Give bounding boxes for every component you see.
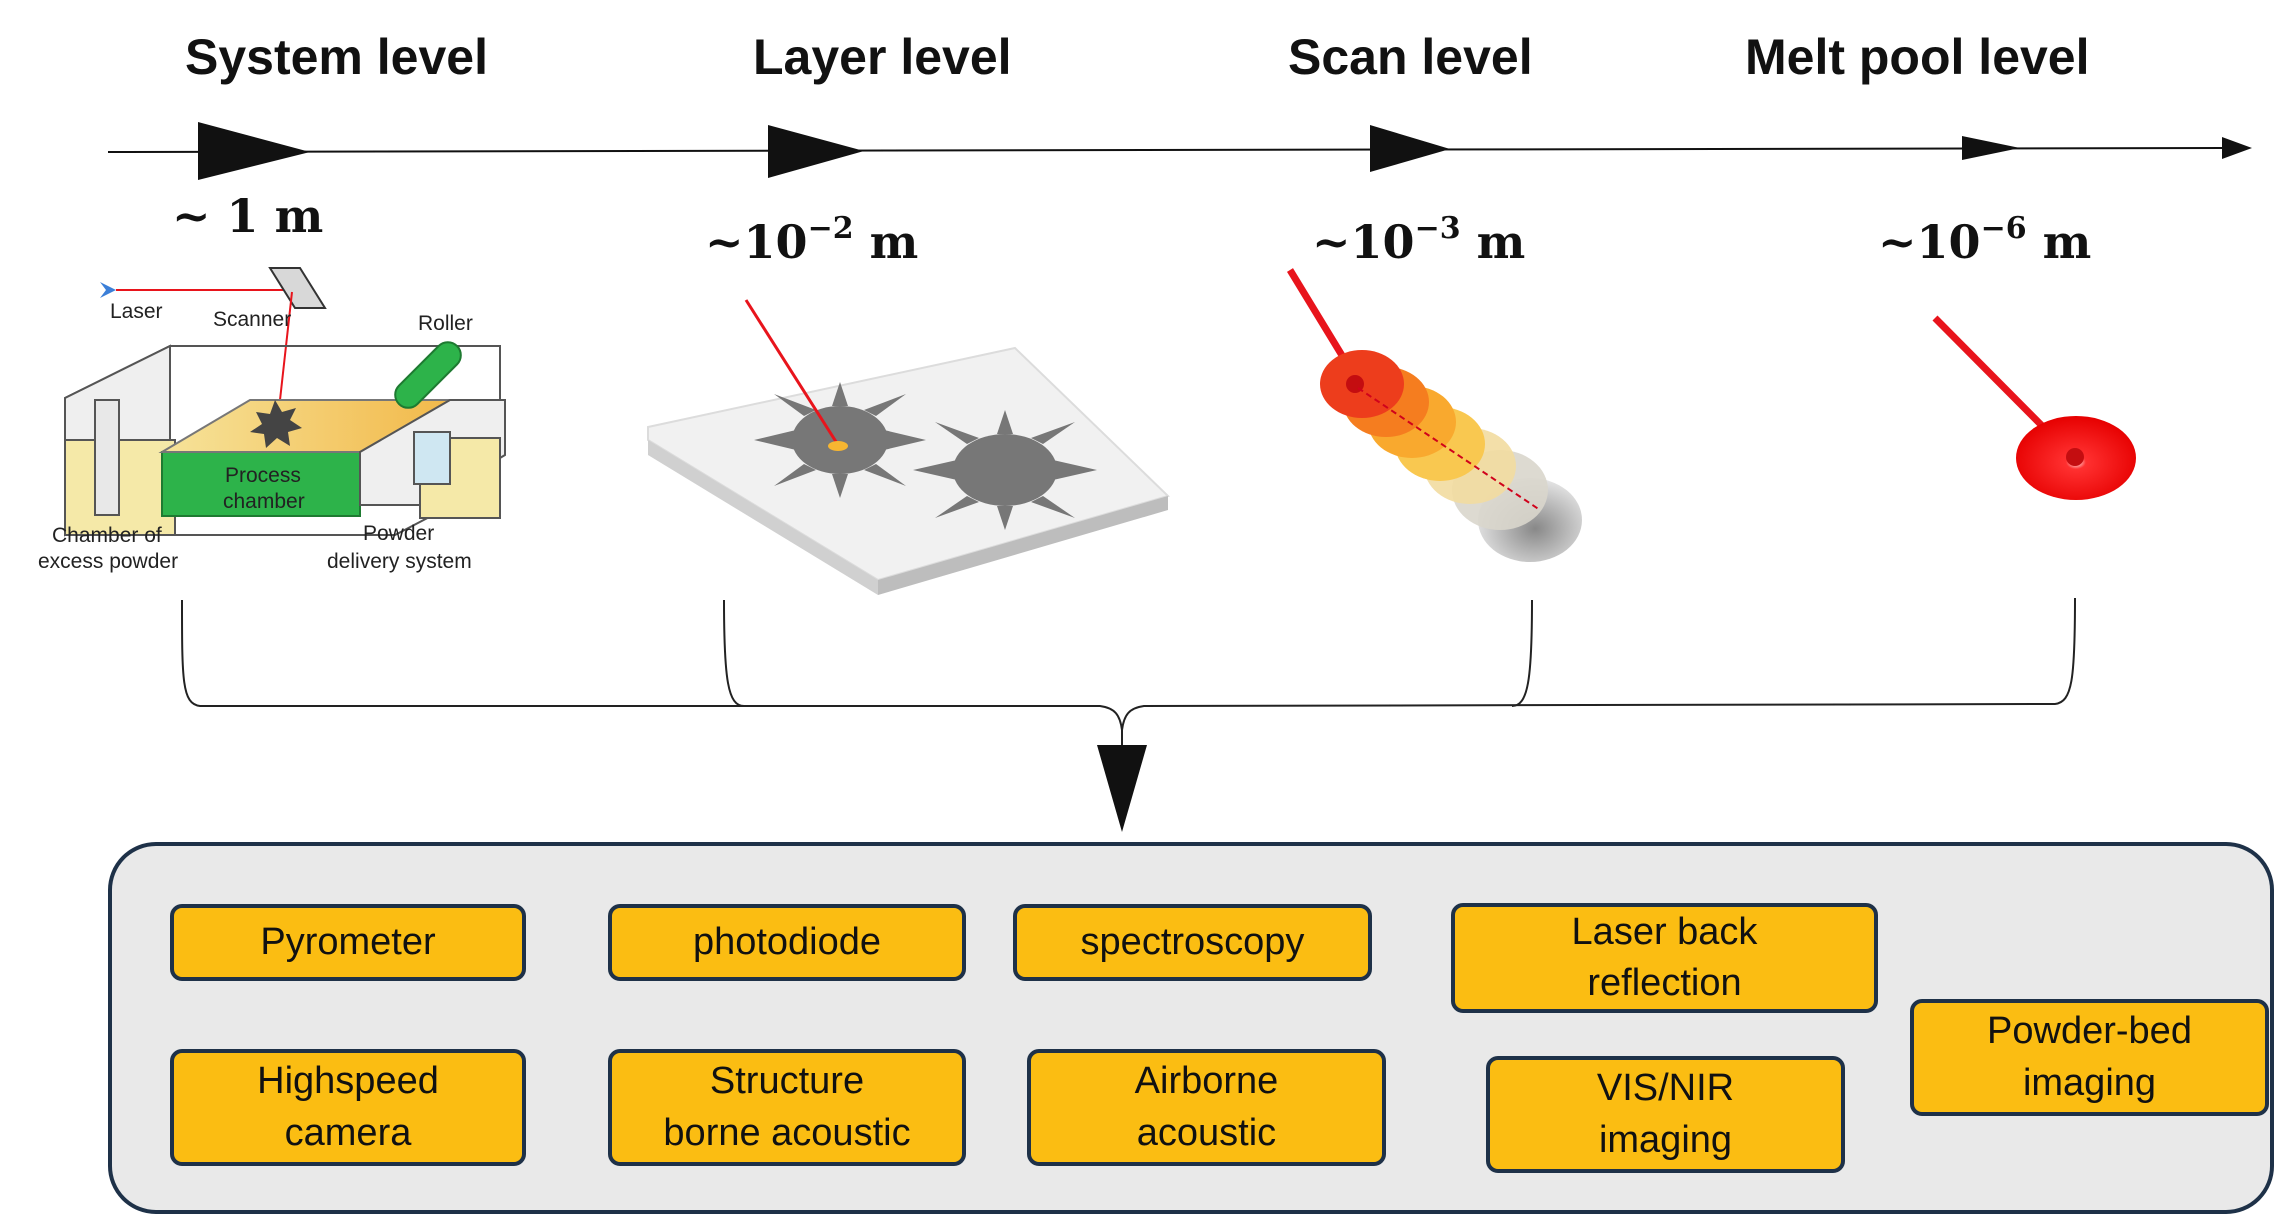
sensor-pyrometer: Pyrometer: [170, 904, 526, 981]
label-process-chamber-1: Process: [225, 464, 301, 487]
level-title-scan: Scan level: [1288, 29, 1533, 85]
scale-layer: ~10−2 m: [705, 211, 918, 269]
label-excess-powder-1: Chamber of: [52, 524, 162, 547]
scale-axis: [107, 122, 2252, 180]
sensor-highspeed-camera: Highspeed camera: [170, 1049, 526, 1166]
layer-plate-illustration: [647, 299, 1170, 595]
grouping-brace: [181, 597, 2076, 731]
sensor-powder-bed-imaging: Powder-bed imaging: [1910, 999, 2269, 1116]
sensor-photodiode: photodiode: [608, 904, 966, 981]
label-powder-delivery-1: Powder: [363, 522, 434, 545]
label-process-chamber-2: chamber: [223, 490, 305, 513]
label-excess-powder-2: excess powder: [38, 550, 178, 573]
roller-icon: [394, 341, 462, 409]
sensor-airborne-acoustic: Airborne acoustic: [1027, 1049, 1386, 1166]
scale-meltpool: ~10−6 m: [1878, 211, 2091, 269]
scan-track-illustration: [1287, 268, 1582, 562]
level-title-layer: Layer level: [753, 29, 1012, 85]
scale-system: ~ 1 m: [172, 189, 323, 243]
arrowhead-scan: [1370, 125, 1450, 172]
scanner-mirror-icon: [268, 267, 327, 309]
sensor-spectroscopy: spectroscopy: [1013, 904, 1372, 981]
label-powder-delivery-2: delivery system: [327, 550, 472, 573]
melt-pool-illustration: [1932, 315, 2136, 500]
lpbf-machine-illustration: Laser Scanner Roller Process chamber Cha…: [38, 267, 506, 573]
sensor-laser-back-reflection: Laser back reflection: [1451, 903, 1878, 1013]
sensor-vis-nir-imaging: VIS/NIR imaging: [1486, 1056, 1845, 1173]
label-laser: Laser: [110, 300, 163, 323]
arrowhead-system: [198, 122, 310, 180]
sensor-structure-borne-acoustic: Structure borne acoustic: [608, 1049, 966, 1166]
label-roller: Roller: [418, 312, 473, 335]
level-title-system: System level: [185, 29, 488, 85]
scale-scan: ~10−3 m: [1312, 211, 1525, 269]
level-title-meltpool: Melt pool level: [1745, 29, 2090, 85]
laser-source-icon: [100, 282, 116, 298]
brace-arrowhead: [1097, 745, 1147, 832]
arrowhead-meltpool: [1962, 136, 2020, 160]
label-scanner: Scanner: [213, 308, 291, 331]
arrowhead-layer: [768, 125, 864, 178]
